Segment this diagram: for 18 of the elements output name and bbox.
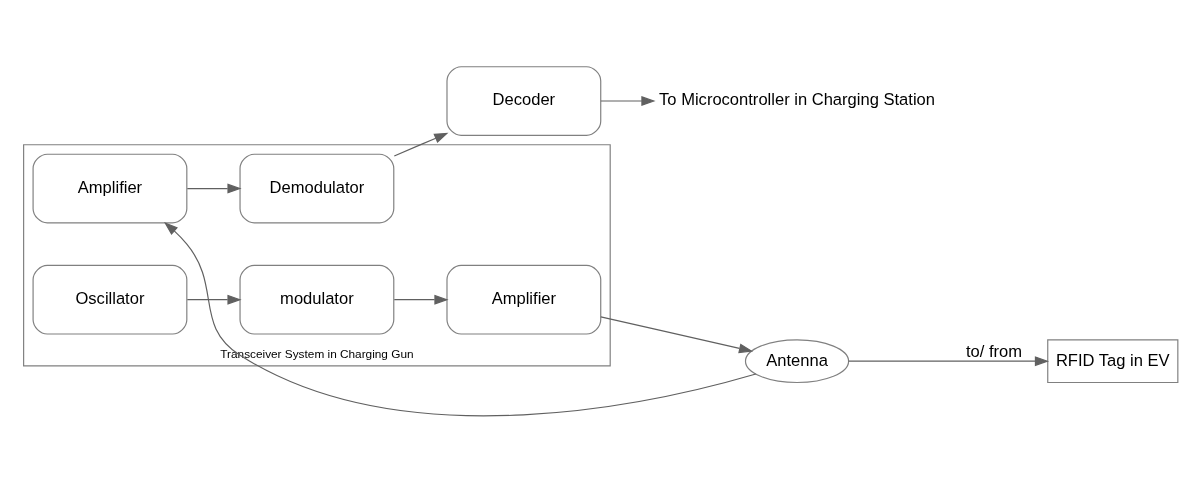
node-box: Demodulator	[239, 153, 395, 223]
node-box: Oscillator	[32, 264, 188, 335]
arrow	[393, 294, 449, 305]
arrow	[186, 294, 242, 305]
node-box: Decoder	[446, 65, 602, 136]
node-box: Amplifier	[32, 153, 188, 223]
arrow	[600, 95, 656, 106]
node-box: modulator	[239, 264, 395, 335]
node-text: To Microcontroller in Charging Station	[659, 89, 935, 109]
arrow	[393, 132, 449, 157]
node-ellipse: Antenna	[744, 338, 850, 383]
node-box: RFID Tag in EV	[1047, 338, 1179, 383]
node-box: Amplifier	[446, 264, 602, 335]
arrow	[163, 221, 757, 416]
edge-label: to/ from	[965, 341, 1022, 361]
arrow	[186, 183, 242, 193]
arrow	[600, 315, 754, 353]
arrow	[848, 355, 1050, 366]
